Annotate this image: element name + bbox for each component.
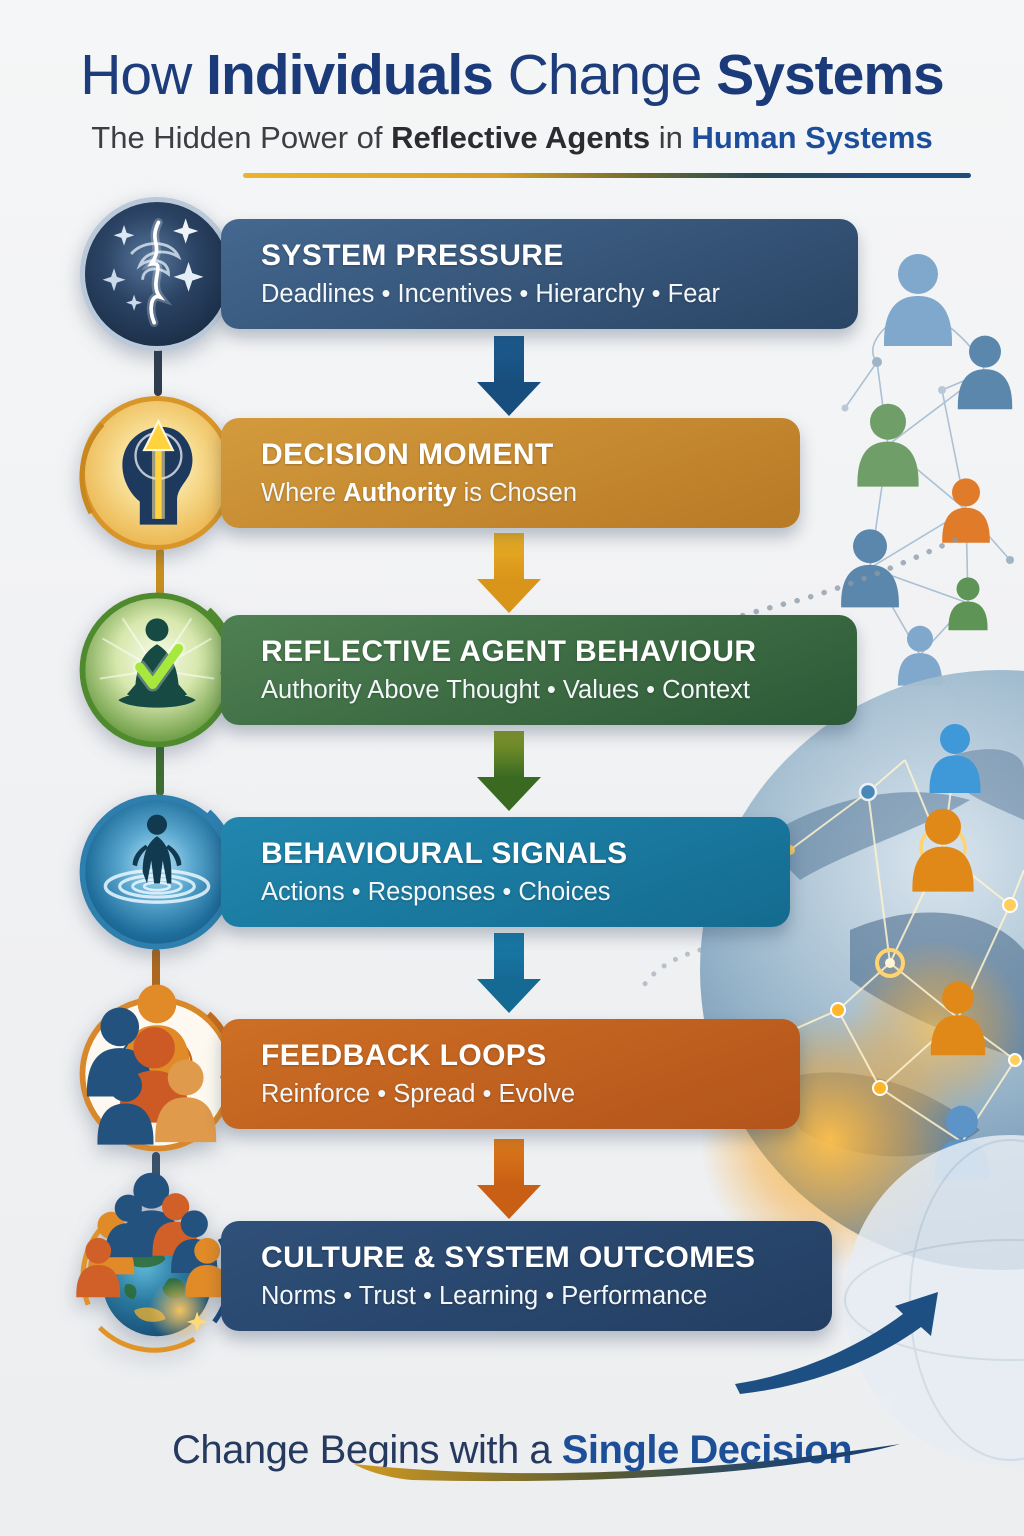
stage-bar-reflective-agent-behaviour: REFLECTIVE AGENT BEHAVIOUR Authority Abo… xyxy=(221,615,857,725)
dotted-trail-2 xyxy=(637,947,703,995)
stage-subtitle: Reinforce • Spread • Evolve xyxy=(261,1080,576,1108)
stage-title: SYSTEM PRESSURE xyxy=(261,239,564,272)
stage-feedback-loops: FEEDBACK LOOPS Reinforce • Spread • Evol… xyxy=(0,984,1024,1160)
stage-title: DECISION MOMENT xyxy=(261,438,554,471)
storm-lightning-icon xyxy=(71,188,243,360)
stage-subtitle: Where Authority is Chosen xyxy=(261,479,578,507)
stage-subtitle: Norms • Trust • Learning • Performance xyxy=(261,1282,708,1310)
people-network-icon xyxy=(71,984,243,1160)
stage-bar-decision-moment: DECISION MOMENT Where Authority is Chose… xyxy=(221,418,800,528)
stage-system-pressure: SYSTEM PRESSURE Deadlines • Incentives •… xyxy=(0,188,1024,360)
stage-bar-feedback-loops: FEEDBACK LOOPS Reinforce • Spread • Evol… xyxy=(221,1019,800,1129)
page-subtitle: The Hidden Power of Reflective Agents in… xyxy=(91,120,933,155)
head-insight-arrow-icon xyxy=(71,387,243,559)
header: How Individuals Change Systems The Hidde… xyxy=(0,42,1024,156)
stage-subtitle: Authority Above Thought • Values • Conte… xyxy=(261,676,750,704)
network-people-nodes xyxy=(841,254,1014,686)
stage-title: REFLECTIVE AGENT BEHAVIOUR xyxy=(261,635,757,668)
globe-people-figures xyxy=(912,724,990,1180)
stage-title: CULTURE & SYSTEM OUTCOMES xyxy=(261,1241,756,1274)
stage-behavioural-signals: BEHAVIOURAL SIGNALS Actions • Responses … xyxy=(0,786,1024,958)
stage-bar-culture-system-outcomes: CULTURE & SYSTEM OUTCOMES Norms • Trust … xyxy=(221,1221,832,1331)
stage-subtitle: Actions • Responses • Choices xyxy=(261,878,611,906)
stage-reflective-agent-behaviour: REFLECTIVE AGENT BEHAVIOUR Authority Abo… xyxy=(0,584,1024,756)
globe-people-icon xyxy=(71,1172,243,1362)
footer-tagline: Change Begins with a Single Decision xyxy=(171,1428,853,1472)
globe-glow-nodes xyxy=(785,782,1022,1096)
stage-subtitle: Deadlines • Incentives • Hierarchy • Fea… xyxy=(261,280,721,308)
stage-title: FEEDBACK LOOPS xyxy=(261,1039,547,1072)
ripple-figure-icon xyxy=(71,786,243,958)
title-divider xyxy=(243,173,971,178)
stage-title: BEHAVIOURAL SIGNALS xyxy=(261,837,628,870)
page-title: How Individuals Change Systems xyxy=(80,43,944,107)
stage-culture-system-outcomes: CULTURE & SYSTEM OUTCOMES Norms • Trust … xyxy=(0,1172,1024,1362)
tagline-swoosh xyxy=(354,1444,900,1482)
stage-bar-behavioural-signals: BEHAVIOURAL SIGNALS Actions • Responses … xyxy=(221,817,790,927)
stage-bar-system-pressure: SYSTEM PRESSURE Deadlines • Incentives •… xyxy=(221,219,858,329)
growth-arrow-icon xyxy=(735,1292,938,1394)
meditation-check-icon xyxy=(71,584,243,756)
stage-decision-moment: DECISION MOMENT Where Authority is Chose… xyxy=(0,387,1024,559)
